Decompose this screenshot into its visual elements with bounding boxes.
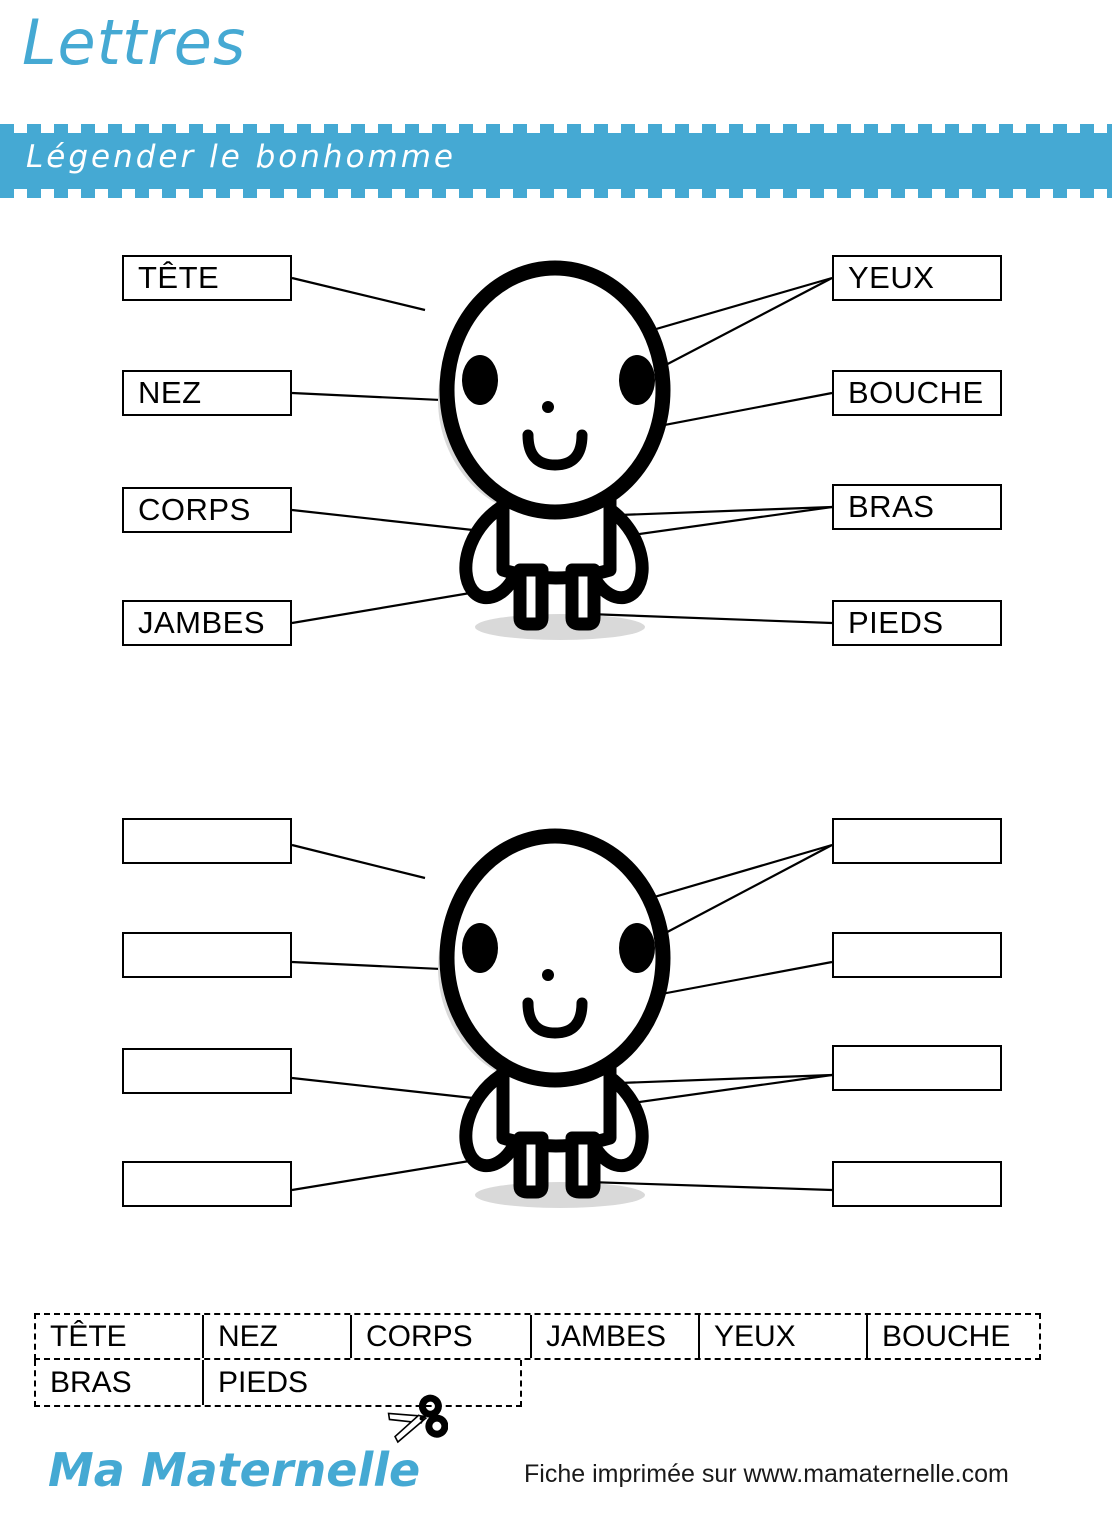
ground-shadow <box>475 614 645 640</box>
label-text: YEUX <box>848 260 935 295</box>
answer-box-right-3[interactable] <box>832 1045 1002 1091</box>
bonhomme-figure-2 <box>438 828 671 1208</box>
answer-box-left-1[interactable] <box>122 818 292 864</box>
legs <box>513 1131 601 1199</box>
label-box-bras[interactable]: BRAS <box>832 484 1002 530</box>
nose <box>542 969 554 981</box>
answer-box-right-2[interactable] <box>832 932 1002 978</box>
label-text: TÊTE <box>138 260 220 295</box>
label-box-tete[interactable]: TÊTE <box>122 255 292 301</box>
label-text: NEZ <box>138 375 202 410</box>
word-chip-yeux[interactable]: YEUX <box>700 1315 868 1358</box>
section-banner <box>0 133 1112 189</box>
eyes <box>462 355 655 405</box>
ground-shadow <box>475 1182 645 1208</box>
word-chip-tete[interactable]: TÊTE <box>36 1315 204 1358</box>
word-bank-row-1: TÊTE NEZ CORPS JAMBES YEUX BOUCHE <box>34 1313 1041 1360</box>
word-bank: TÊTE NEZ CORPS JAMBES YEUX BOUCHE BRAS P… <box>34 1313 1041 1407</box>
word-bank-row-2: BRAS PIEDS <box>34 1360 522 1407</box>
eye-left <box>462 923 498 973</box>
label-text: PIEDS <box>848 605 944 640</box>
eye-right <box>619 923 655 973</box>
label-text: JAMBES <box>138 605 266 640</box>
head <box>439 828 671 1088</box>
eye-left <box>462 355 498 405</box>
label-box-nez[interactable]: NEZ <box>122 370 292 416</box>
answer-box-right-1[interactable] <box>832 818 1002 864</box>
brand-logo: Ma Maternelle <box>48 1443 421 1497</box>
bonhomme-figure-1 <box>438 260 671 640</box>
eye-right <box>619 355 655 405</box>
label-text: CORPS <box>138 492 251 527</box>
label-box-pieds[interactable]: PIEDS <box>832 600 1002 646</box>
scissors-icon <box>387 1394 448 1444</box>
word-chip-pieds[interactable]: PIEDS <box>218 1365 309 1399</box>
banner-perforation-top <box>0 124 1112 133</box>
label-box-jambes[interactable]: JAMBES <box>122 600 292 646</box>
word-chip-bouche[interactable]: BOUCHE <box>882 1319 1011 1353</box>
label-box-corps[interactable]: CORPS <box>122 487 292 533</box>
banner-subtitle: Légender le bonhomme <box>26 139 457 175</box>
label-text: BRAS <box>848 489 935 524</box>
head <box>439 260 671 520</box>
word-chip-jambes[interactable]: JAMBES <box>532 1315 700 1358</box>
legs <box>513 563 601 631</box>
mouth <box>522 429 588 471</box>
page-title: Lettres <box>22 6 247 79</box>
banner-perforation-bottom <box>0 189 1112 198</box>
answer-box-left-3[interactable] <box>122 1048 292 1094</box>
answer-box-right-4[interactable] <box>832 1161 1002 1207</box>
eyes <box>462 923 655 973</box>
word-chip-nez[interactable]: NEZ <box>204 1315 352 1358</box>
footer-note: Fiche imprimée sur www.mamaternelle.com <box>524 1460 1009 1488</box>
nose <box>542 401 554 413</box>
answer-box-left-2[interactable] <box>122 932 292 978</box>
word-chip-corps[interactable]: CORPS <box>352 1315 532 1358</box>
label-box-yeux[interactable]: YEUX <box>832 255 1002 301</box>
label-text: BOUCHE <box>848 375 984 410</box>
mouth <box>522 997 588 1039</box>
label-box-bouche[interactable]: BOUCHE <box>832 370 1002 416</box>
word-chip-bras[interactable]: BRAS <box>36 1360 204 1405</box>
answer-box-left-4[interactable] <box>122 1161 292 1207</box>
